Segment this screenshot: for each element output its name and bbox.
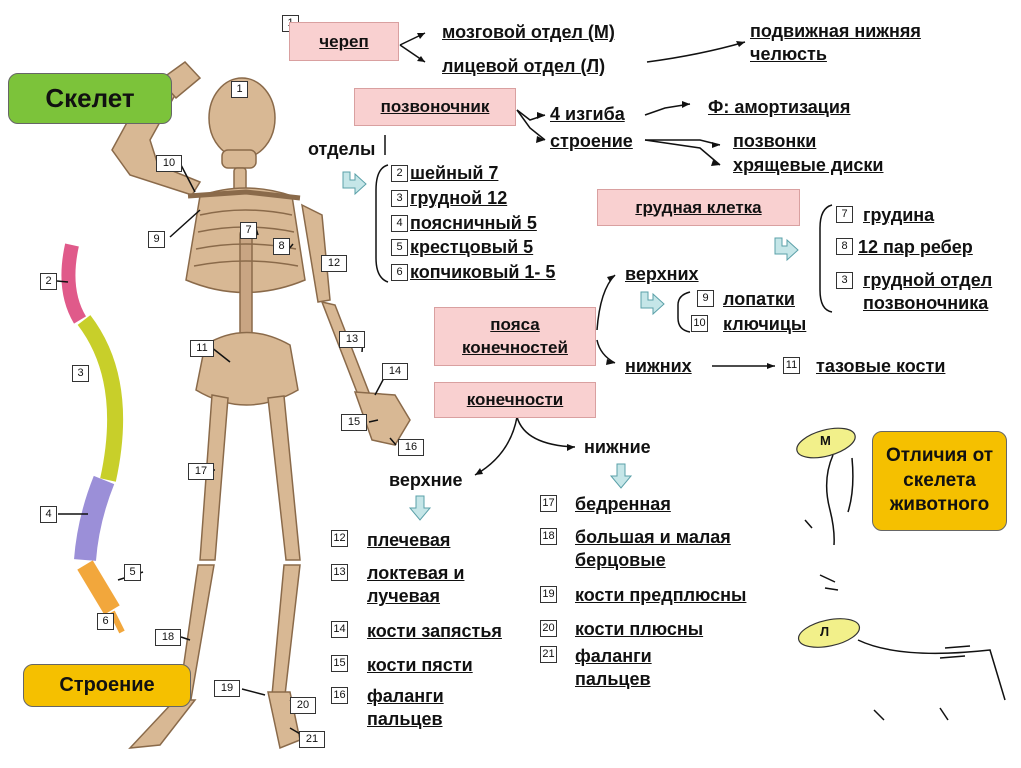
lower-metatarsals: кости плюсны (575, 619, 704, 639)
skeleton-num-9: 9 (148, 231, 165, 248)
spine-structure: строение (550, 131, 633, 151)
section-num-2: 3 (391, 190, 408, 207)
limbs-label: конечности (466, 390, 564, 409)
skeleton-num-17: 17 (188, 463, 214, 480)
chest-num-3: 3 (836, 272, 853, 289)
lower-num-2: 18 (540, 528, 557, 545)
upper-num-1: 12 (331, 530, 348, 547)
skeleton-num-12: 12 (321, 255, 347, 272)
skeleton-num-16: 16 (398, 439, 424, 456)
lower-num-5: 21 (540, 646, 557, 663)
differences-badge: Отличия от скелета животного (872, 431, 1007, 531)
chest-num-1: 7 (836, 206, 853, 223)
spine-column (61, 243, 125, 634)
chest-ribs: 12 пар ребер (858, 237, 973, 257)
limbs-box: конечности (434, 382, 596, 418)
skeleton-num-15: 15 (341, 414, 367, 431)
spine-vertebrae: позвонки (733, 131, 817, 151)
spine-num-5: 5 (124, 564, 141, 581)
skeleton-num-21: 21 (299, 731, 325, 748)
lower-phalanges: фаланги пальцев (575, 646, 652, 690)
girdles-lower: нижних (625, 356, 692, 376)
skeleton-badge-label: Скелет (45, 83, 135, 113)
spine-box: позвоночник (354, 88, 516, 126)
spine-function: Ф: амортизация (708, 97, 851, 117)
lower-jaw: подвижная нижняя челюсть (750, 21, 921, 65)
skeleton-num-8: 8 (273, 238, 290, 255)
girdle-num-2: 10 (691, 315, 708, 332)
skeleton-num-11: 11 (190, 340, 214, 357)
skeleton-num-20: 20 (290, 697, 316, 714)
spine-sections-label: отделы (308, 139, 376, 159)
spine-num-4: 4 (40, 506, 57, 523)
section-num-4: 5 (391, 239, 408, 256)
skeleton-num-14: 14 (382, 363, 408, 380)
upper-num-4: 15 (331, 655, 348, 672)
limbs-lower: нижние (584, 437, 651, 457)
upper-num-5: 16 (331, 687, 348, 704)
section-num-3: 4 (391, 215, 408, 232)
brain-section: мозговой отдел (М) (442, 22, 615, 42)
spine-label: позвоночник (380, 97, 490, 116)
chest-num-2: 8 (836, 238, 853, 255)
section-num-1: 2 (391, 165, 408, 182)
upper-humerus: плечевая (367, 530, 451, 550)
girdles-label: пояса конечностей (462, 315, 568, 357)
skeleton-num-18: 18 (155, 629, 181, 646)
ellipse-m-label: М (820, 433, 831, 448)
section-cervical: шейный 7 (410, 163, 499, 183)
limbs-upper: верхние (389, 470, 463, 490)
chest-thoracic-spine: грудной отдел позвоночника (863, 270, 993, 314)
girdle-scapula: лопатки (723, 289, 795, 309)
spine-num-3: 3 (72, 365, 89, 382)
skeleton-num-1: 1 (231, 81, 248, 98)
section-lumbar: поясничный 5 (410, 213, 537, 233)
chest-label: грудная клетка (635, 197, 762, 217)
skeleton-num-10: 10 (156, 155, 182, 172)
differences-badge-label: Отличия от скелета животного (885, 444, 994, 516)
section-coccygeal: копчиковый 1- 5 (410, 262, 556, 282)
upper-num-3: 14 (331, 621, 348, 638)
girdles-box: пояса конечностей (434, 307, 596, 366)
upper-metacarpals: кости пясти (367, 655, 473, 675)
ellipse-l-label: Л (820, 624, 830, 639)
girdle-clavicle: ключицы (723, 314, 807, 334)
lower-num-1: 17 (540, 495, 557, 512)
lower-tibia-fibula: большая и малая берцовые (575, 527, 731, 571)
girdle-num-1: 9 (697, 290, 714, 307)
girdle-num-3: 11 (783, 357, 800, 374)
skeleton-num-7: 7 (240, 222, 257, 239)
skeleton-badge: Скелет (8, 73, 172, 124)
ellipse-m-shape (796, 427, 856, 459)
section-num-5: 6 (391, 264, 408, 281)
spine-num-6: 6 (97, 613, 114, 630)
upper-num-2: 13 (331, 564, 348, 581)
lower-femur: бедренная (575, 494, 671, 514)
upper-ulna-radius: локтевая и лучевая (367, 563, 465, 607)
girdle-pelvic: тазовые кости (816, 356, 946, 376)
girdles-upper: верхних (625, 264, 699, 284)
ellipse-l-shape (797, 618, 861, 648)
spine-num-2: 2 (40, 273, 57, 290)
section-sacral: крестцовый 5 (410, 237, 534, 257)
chest-sternum: грудина (863, 205, 935, 225)
face-section: лицевой отдел (Л) (442, 56, 606, 76)
upper-carpals: кости запястья (367, 621, 502, 641)
structure-badge-label: Строение (59, 674, 155, 696)
skull-label: череп (319, 31, 369, 51)
skeleton-num-13: 13 (339, 331, 365, 348)
section-thoracic: грудной 12 (410, 188, 508, 208)
lower-num-3: 19 (540, 586, 557, 603)
lower-tarsals: кости предплюсны (575, 585, 747, 605)
skull-box: череп (289, 22, 399, 61)
skeleton-num-19: 19 (214, 680, 240, 697)
spine-bends: 4 изгиба (550, 104, 625, 124)
chest-box: грудная клетка (597, 189, 800, 226)
lower-num-4: 20 (540, 620, 557, 637)
spine-discs: хрящевые диски (733, 155, 884, 175)
structure-badge: Строение (23, 664, 191, 707)
upper-phalanges: фаланги пальцев (367, 686, 444, 730)
